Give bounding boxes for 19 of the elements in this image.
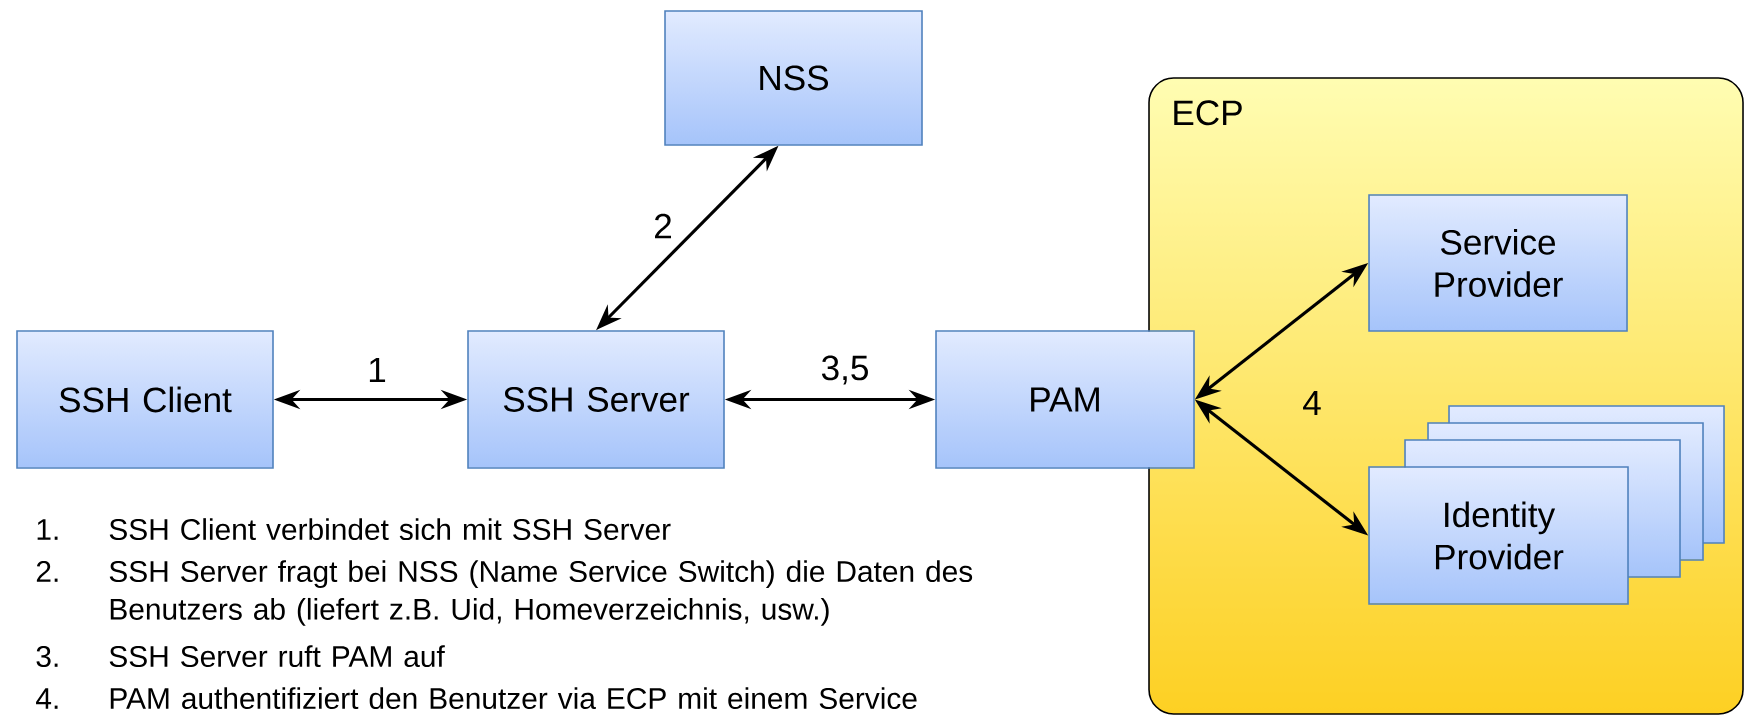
edge-label: 1 [369,357,386,383]
edge-label: 2 [655,213,671,239]
node-label: Provider [1435,543,1564,570]
edge-label: 3,5 [821,355,868,385]
process-box: PAM [935,330,1195,469]
list-item: SSH Server fragt bei NSS (Name Service Switch) die Daten des Benutzers ab (liefert z.B. Uid, Homeverzeichnis, usw.) [109,560,973,626]
list-item: SSH Server ruft PAM auf [109,645,445,668]
step-number: 4 [1303,390,1321,416]
list-number: 1. [37,519,58,540]
document-stack: Identity Provider [1368,405,1725,605]
list-number: 3. [36,645,58,668]
process-box: Service Provider [1368,194,1628,332]
process-box: SSH Server [467,330,725,469]
list-number: 2. [36,560,58,582]
list-number: 4. [36,688,58,709]
list-item: PAM authentifiziert den Benutzer via ECP mit einem Service [110,687,917,710]
process-box: NSS [664,10,923,146]
process-box: SSH Client [16,330,274,469]
list-item: SSH Client verbindet sich mit SSH Server [109,518,671,541]
